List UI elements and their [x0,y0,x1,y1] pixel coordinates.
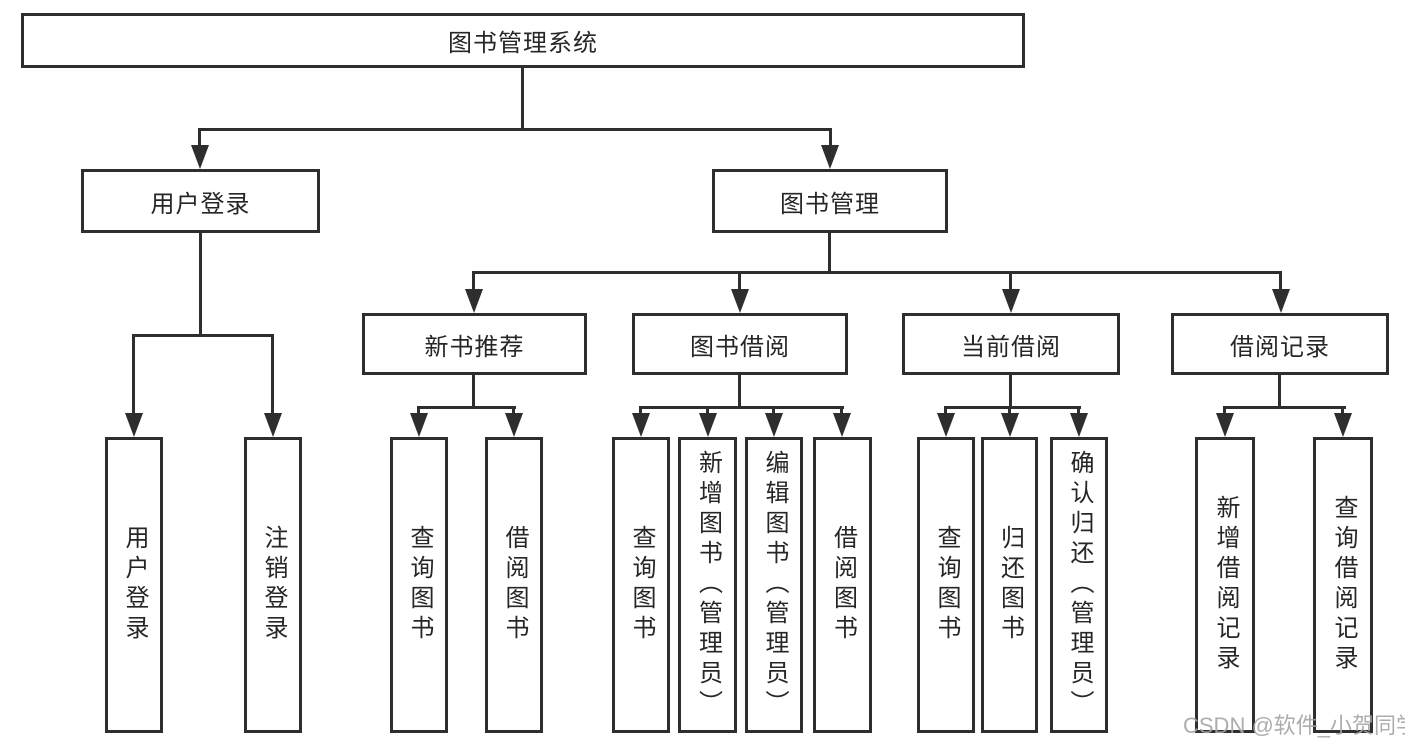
leaf-borrow-books-recommend: 借阅图书 [485,437,543,733]
arrowhead-down-icon [1216,413,1234,437]
leaf-logout: 注销登录 [244,437,302,733]
connector-line [1223,406,1226,416]
leaf-user-login: 用户登录 [105,437,163,733]
leaf-label: 借阅图书 [829,525,857,645]
connector-line [1279,271,1282,291]
connector-line [772,406,775,416]
leaf-label: 查询图书 [628,525,655,645]
node-label: 当前借阅 [961,333,1061,361]
arrowhead-down-icon [125,413,143,437]
arrowhead-down-icon [1334,413,1352,437]
connector-line [639,406,642,416]
leaf-query-borrow-record: 查询借阅记录 [1313,437,1373,733]
arrowhead-down-icon [731,289,749,313]
connector-line [132,334,135,416]
node-label: 用户登录 [150,190,251,218]
connector-line [944,406,1081,409]
connector-line [738,375,741,409]
node-label: 借阅记录 [1230,333,1330,361]
leaf-label: 注销登录 [260,525,287,645]
arrowhead-down-icon [465,289,483,313]
node-label: 图书管理系统 [448,30,598,57]
leaf-confirm-return-admin: 确认归还（管理员） [1050,437,1108,733]
node-borrow-records: 借阅记录 [1171,313,1389,375]
leaf-query-books-recommend: 查询图书 [390,437,448,733]
arrowhead-down-icon [821,145,839,169]
connector-line [472,271,475,291]
arrowhead-down-icon [937,413,955,437]
connector-line [417,406,516,409]
node-book-management: 图书管理 [712,169,948,233]
connector-line [1009,271,1012,291]
connector-line [198,128,201,148]
connector-line [706,406,709,416]
leaf-query-books-current: 查询图书 [917,437,975,733]
arrowhead-down-icon [1002,289,1020,313]
connector-line [472,375,475,409]
connector-line [828,233,831,274]
leaf-add-borrow-record: 新增借阅记录 [1195,437,1255,733]
leaf-label: 新增图书（管理员） [694,450,722,720]
connector-line [1077,406,1080,416]
arrowhead-down-icon [1001,413,1019,437]
connector-line [521,68,524,130]
connector-line [639,406,844,409]
leaf-query-books-borrow: 查询图书 [612,437,670,733]
connector-line [840,406,843,416]
leaf-label: 确认归还（管理员） [1066,450,1093,720]
node-current-borrow: 当前借阅 [902,313,1120,375]
node-book-borrow: 图书借阅 [632,313,848,375]
connector-line [829,128,832,148]
connector-line [199,233,202,337]
connector-line [512,406,515,416]
leaf-label: 归还图书 [996,525,1024,645]
connector-line [417,406,420,416]
leaf-add-books-admin: 新增图书（管理员） [678,437,737,733]
node-root-library-management-system: 图书管理系统 [21,13,1025,68]
arrowhead-down-icon [505,413,523,437]
arrowhead-down-icon [632,413,650,437]
connector-line [1009,375,1012,409]
leaf-label: 编辑图书（管理员） [761,450,788,720]
arrowhead-down-icon [765,413,783,437]
connector-line [1341,406,1344,416]
connector-line [472,271,1282,274]
arrowhead-down-icon [410,413,428,437]
leaf-borrow-books: 借阅图书 [813,437,872,733]
arrowhead-down-icon [1070,413,1088,437]
connector-line [1278,375,1281,409]
arrowhead-down-icon [191,145,209,169]
leaf-label: 查询借阅记录 [1330,495,1357,675]
arrowhead-down-icon [264,413,282,437]
leaf-label: 查询图书 [933,525,960,645]
connector-line [133,334,274,337]
leaf-label: 借阅图书 [501,525,528,645]
arrowhead-down-icon [699,413,717,437]
arrowhead-down-icon [1272,289,1290,313]
connector-line [198,128,832,131]
connector-line [738,271,741,291]
connector-line [1223,406,1346,409]
csdn-watermark: CSDN @软件_小贺同学 [1183,713,1405,738]
connector-line [271,334,274,416]
node-label: 图书管理 [780,190,880,218]
leaf-label: 查询图书 [406,525,433,645]
node-label: 新书推荐 [424,333,525,361]
node-user-login: 用户登录 [81,169,320,233]
leaf-edit-books-admin: 编辑图书（管理员） [745,437,803,733]
leaf-label: 新增借阅记录 [1212,495,1239,675]
node-label: 图书借阅 [690,333,790,361]
node-new-book-recommend: 新书推荐 [362,313,587,375]
leaf-label: 用户登录 [121,525,148,645]
connector-line [944,406,947,416]
connector-line [1008,406,1011,416]
leaf-return-books: 归还图书 [981,437,1038,733]
arrowhead-down-icon [833,413,851,437]
